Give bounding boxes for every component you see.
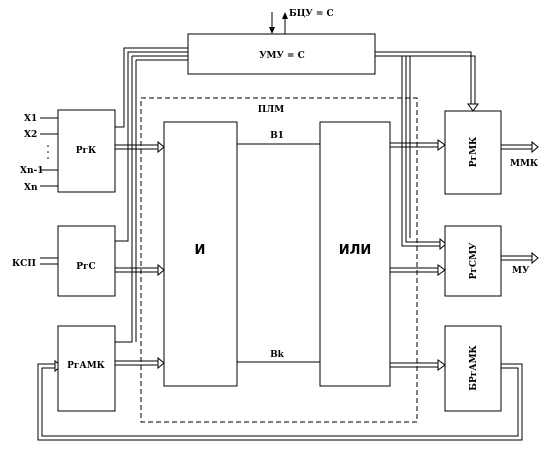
rgmk-label: РгМК xyxy=(469,136,479,167)
and-matrix xyxy=(163,121,238,387)
and-label: И xyxy=(195,243,206,258)
rgk-label: РгК xyxy=(76,146,97,156)
brgamk-block xyxy=(444,325,502,412)
umu-block xyxy=(187,33,376,75)
input-x2: X2 xyxy=(24,130,37,140)
or-label: ИЛИ xyxy=(339,243,372,258)
input-ksp: КСП xyxy=(12,259,36,269)
input-x1: X1 xyxy=(24,114,37,124)
output-arrows xyxy=(501,140,539,265)
or-to-reg-arrows xyxy=(390,139,446,371)
output-mmk: ММК xyxy=(510,159,539,169)
or-matrix xyxy=(319,121,391,387)
rgamk-block xyxy=(57,325,116,412)
input-xn: Xn xyxy=(24,183,38,193)
reg-to-and-arrows xyxy=(115,140,165,370)
input-xn1: Xn-1 xyxy=(20,166,44,176)
plm-region xyxy=(140,97,418,423)
rgs-inputs xyxy=(40,257,58,265)
rgamk-label: РгАМК xyxy=(67,361,106,371)
rgk-block xyxy=(57,109,116,193)
rgsmu-label: РгСМУ xyxy=(469,242,479,279)
rgsmu-block xyxy=(444,225,502,297)
brgamk-label: БРгАМК xyxy=(469,344,479,390)
umu-label: УМУ = С xyxy=(259,51,305,61)
rgmk-block xyxy=(444,110,502,195)
top-signal-label: БЦУ = С xyxy=(289,9,334,19)
rgs-block xyxy=(57,225,116,297)
top-signal-arrows xyxy=(269,12,288,34)
rgs-label: РгС xyxy=(76,262,95,272)
bus-bk-label: Bk xyxy=(270,350,285,360)
output-mu: МУ xyxy=(512,266,530,276)
rgk-inputs xyxy=(40,117,58,187)
bus-b1-label: B1 xyxy=(270,131,284,141)
plm-label: ПЛМ xyxy=(258,105,284,115)
